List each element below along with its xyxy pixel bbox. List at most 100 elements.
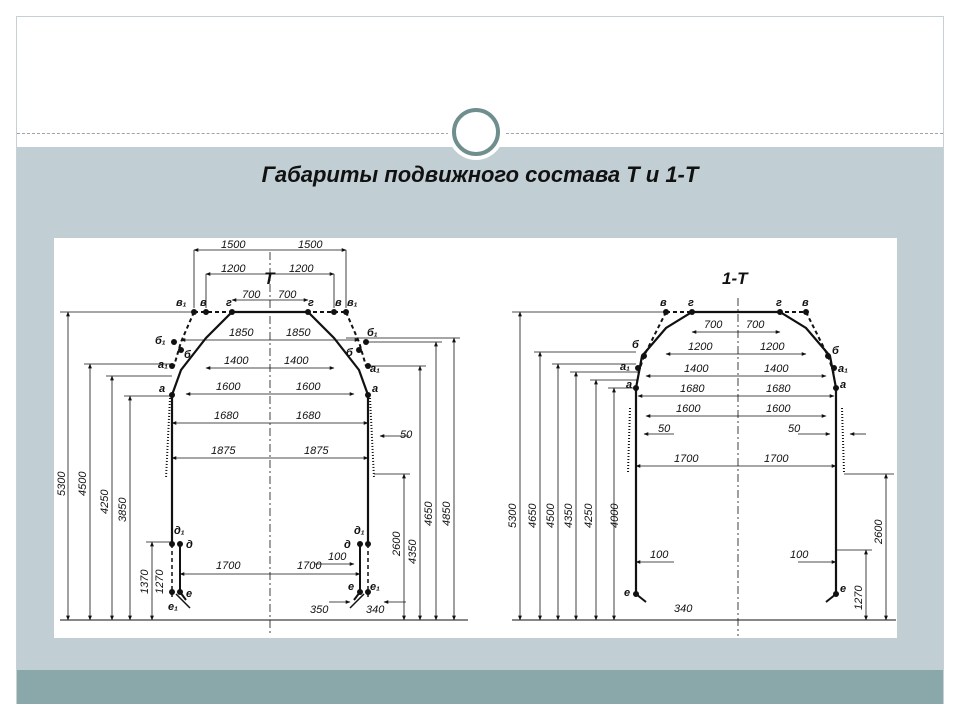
t-horizontal-dim-lines xyxy=(171,248,409,604)
1t-dim-1270: 1270 xyxy=(853,585,865,610)
t-main-contour xyxy=(170,310,370,544)
1t-dim-50-left: 50 xyxy=(658,423,671,435)
1t-dim-700-left: 700 xyxy=(704,319,723,331)
t-side-dotted-right xyxy=(369,397,375,479)
t-label-e-right: е xyxy=(348,581,354,593)
1t-label-a-right: а xyxy=(840,379,846,391)
t-label-b1-right: б₁ xyxy=(367,327,378,339)
1t-horizontal-dim-lines xyxy=(635,330,866,564)
1t-dim-4650: 4650 xyxy=(527,503,539,528)
t-label-v1-right: в₁ xyxy=(347,297,358,309)
1t-side-dotted-right xyxy=(841,407,845,473)
t-dim-1400-left: 1400 xyxy=(224,355,249,367)
t-dim-1680-right: 1680 xyxy=(296,410,321,422)
t-label-a-left: а xyxy=(159,383,165,395)
t-wheel-stroke-left xyxy=(175,593,191,609)
t-dim-1850-left: 1850 xyxy=(229,327,254,339)
t-label-v1-left: в₁ xyxy=(176,297,187,309)
t-label-g-right: г xyxy=(308,297,314,309)
1t-label-e-left: е xyxy=(624,587,630,599)
1t-label-v-left: в xyxy=(660,297,667,309)
1t-label-a-left: а xyxy=(626,379,632,391)
t-dim-100: 100 xyxy=(328,551,347,563)
t-dim-1875-right: 1875 xyxy=(304,445,329,457)
1t-label-a1-left: а₁ xyxy=(620,361,630,373)
t-dim-1500-left: 1500 xyxy=(221,239,246,251)
1t-dim-1200-right: 1200 xyxy=(760,341,785,353)
footer-band xyxy=(17,670,943,704)
t-dim-4650: 4650 xyxy=(423,501,435,526)
t-dim-1700-left: 1700 xyxy=(216,560,241,572)
1t-contour-points xyxy=(633,309,839,597)
diagram-panel: в₁ в г г в в₁ б₁ б б₁ б а₁ а₁ а а д₁ д д… xyxy=(54,238,897,638)
t-label-e1-right: е₁ xyxy=(370,581,380,593)
t-vertical-dim-lines xyxy=(60,311,460,621)
1t-dim-1680-right: 1680 xyxy=(766,383,791,395)
1t-dim-1600-right: 1600 xyxy=(766,403,791,415)
t-dim-4500: 4500 xyxy=(77,471,89,496)
t-dim-1875-left: 1875 xyxy=(211,445,236,457)
t-outer-contour-right xyxy=(345,311,367,367)
t-label-d1-left: д₁ xyxy=(174,525,185,537)
t-label-b1-left: б₁ xyxy=(155,335,166,347)
1t-dim-50-right: 50 xyxy=(788,423,801,435)
t-dim-700-right: 700 xyxy=(278,289,297,301)
t-label-d1-right: д₁ xyxy=(354,525,365,537)
1t-dim-340: 340 xyxy=(674,603,693,615)
t-label-b-left: б xyxy=(184,349,192,361)
slide-title: Габариты подвижного состава Т и 1-Т xyxy=(261,162,699,187)
t-outer-contour-left xyxy=(173,311,195,367)
t-dim-3850: 3850 xyxy=(117,497,129,522)
t-dim-50: 50 xyxy=(400,429,413,441)
t-label-v-right: в xyxy=(335,297,342,309)
t-dim-1850-right: 1850 xyxy=(286,327,311,339)
t-label-e1-left: е₁ xyxy=(168,601,178,613)
t-label-d-left: д xyxy=(186,539,193,551)
1t-side-dotted-left xyxy=(627,407,631,473)
1t-label-a1-right: а₁ xyxy=(838,363,848,375)
1t-dim-5300: 5300 xyxy=(507,503,519,528)
t-label-g-left: г xyxy=(226,297,232,309)
t-dim-4250: 4250 xyxy=(99,489,111,514)
t-dim-1270: 1270 xyxy=(154,569,166,594)
t-dim-1680-left: 1680 xyxy=(214,410,239,422)
1t-main-contour xyxy=(634,310,838,594)
1t-dim-1400-left: 1400 xyxy=(684,363,709,375)
1t-dim-100-right: 100 xyxy=(790,549,809,561)
t-label-v-left: в xyxy=(200,297,207,309)
1t-dim-4000: 4000 xyxy=(609,503,621,528)
1t-dim-2600: 2600 xyxy=(873,519,885,545)
1t-dim-1600-left: 1600 xyxy=(676,403,701,415)
t-label-a1-right: а₁ xyxy=(370,363,380,375)
1t-label-g-left: г xyxy=(688,297,694,309)
diagram-1t: в г г в б б а₁ а₁ а а е е 1-Т xyxy=(507,269,896,636)
1t-label-b-left: б xyxy=(632,339,640,351)
t-dim-4850: 4850 xyxy=(441,501,453,526)
t-dim-1600-right: 1600 xyxy=(296,381,321,393)
t-dim-1400-right: 1400 xyxy=(284,355,309,367)
clearance-diagrams: в₁ в г г в в₁ б₁ б б₁ б а₁ а₁ а а д₁ д д… xyxy=(56,239,896,636)
1t-dim-1200-left: 1200 xyxy=(688,341,713,353)
1t-diagram-title: 1-Т xyxy=(722,269,749,288)
t-dim-1200-left: 1200 xyxy=(221,263,246,275)
t-dim-350: 350 xyxy=(310,604,329,616)
1t-dim-1700-left: 1700 xyxy=(674,453,699,465)
1t-dim-4350: 4350 xyxy=(563,503,575,528)
t-label-e-left: е xyxy=(186,588,192,600)
1t-label-g-right: г xyxy=(776,297,782,309)
t-side-dotted-left xyxy=(165,397,171,479)
t-dim-1200-right: 1200 xyxy=(289,263,314,275)
1t-dim-4250: 4250 xyxy=(583,503,595,528)
t-wheel-stroke-right xyxy=(349,593,365,609)
t-dim-1370: 1370 xyxy=(139,569,151,594)
1t-label-v-right: в xyxy=(802,297,809,309)
1t-label-e-right: е xyxy=(840,583,846,595)
1t-dim-100-left: 100 xyxy=(650,549,669,561)
t-dim-4350: 4350 xyxy=(407,539,419,564)
1t-dim-700-right: 700 xyxy=(746,319,765,331)
t-dim-1700-right: 1700 xyxy=(297,560,322,572)
circle-ornament-icon xyxy=(452,108,500,156)
1t-dim-1700-right: 1700 xyxy=(764,453,789,465)
t-label-d-right: д xyxy=(344,539,351,551)
